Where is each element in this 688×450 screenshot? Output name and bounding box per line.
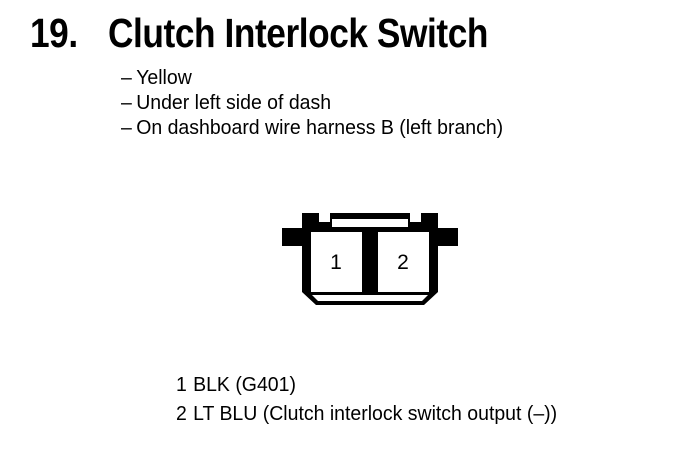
cavity-1-opening	[311, 232, 362, 292]
list-item: – Under left side of dash	[121, 90, 503, 115]
connector-bottom-relief-line	[312, 295, 428, 301]
list-item: 2 LT BLU (Clutch interlock switch output…	[176, 399, 557, 428]
list-item: – On dashboard wire harness B (left bran…	[121, 115, 503, 140]
connector-top-slot	[332, 219, 408, 227]
legend-pin-number: 1	[176, 373, 187, 396]
connector-outline-svg: 1 2	[282, 213, 458, 305]
item-number: 19.	[30, 10, 78, 56]
component-details-list: – Yellow – Under left side of dash – On …	[121, 65, 523, 140]
list-item: – Yellow	[121, 65, 503, 90]
dash-icon: –	[121, 91, 132, 114]
detail-text: Yellow	[136, 66, 192, 89]
detail-text: On dashboard wire harness B (left branch…	[136, 116, 504, 139]
component-name: Clutch Interlock Switch	[107, 10, 488, 56]
cavity-1-number: 1	[330, 251, 342, 274]
pin-legend: 1 BLK (G401) 2 LT BLU (Clutch interlock …	[176, 370, 577, 428]
detail-text: Under left side of dash	[136, 91, 332, 114]
dash-icon: –	[121, 116, 132, 139]
dash-icon: –	[121, 66, 132, 89]
cavity-2-number: 2	[397, 251, 409, 274]
legend-circuit-description: LT BLU (Clutch interlock switch output (…	[193, 402, 558, 425]
list-item: 1 BLK (G401)	[176, 370, 557, 399]
connector-diagram: 1 2	[272, 206, 468, 312]
legend-pin-number: 2	[176, 402, 187, 425]
cavity-2-opening	[378, 232, 429, 292]
legend-circuit-description: BLK (G401)	[193, 373, 296, 396]
page-title: 19. Clutch Interlock Switch	[30, 10, 549, 56]
